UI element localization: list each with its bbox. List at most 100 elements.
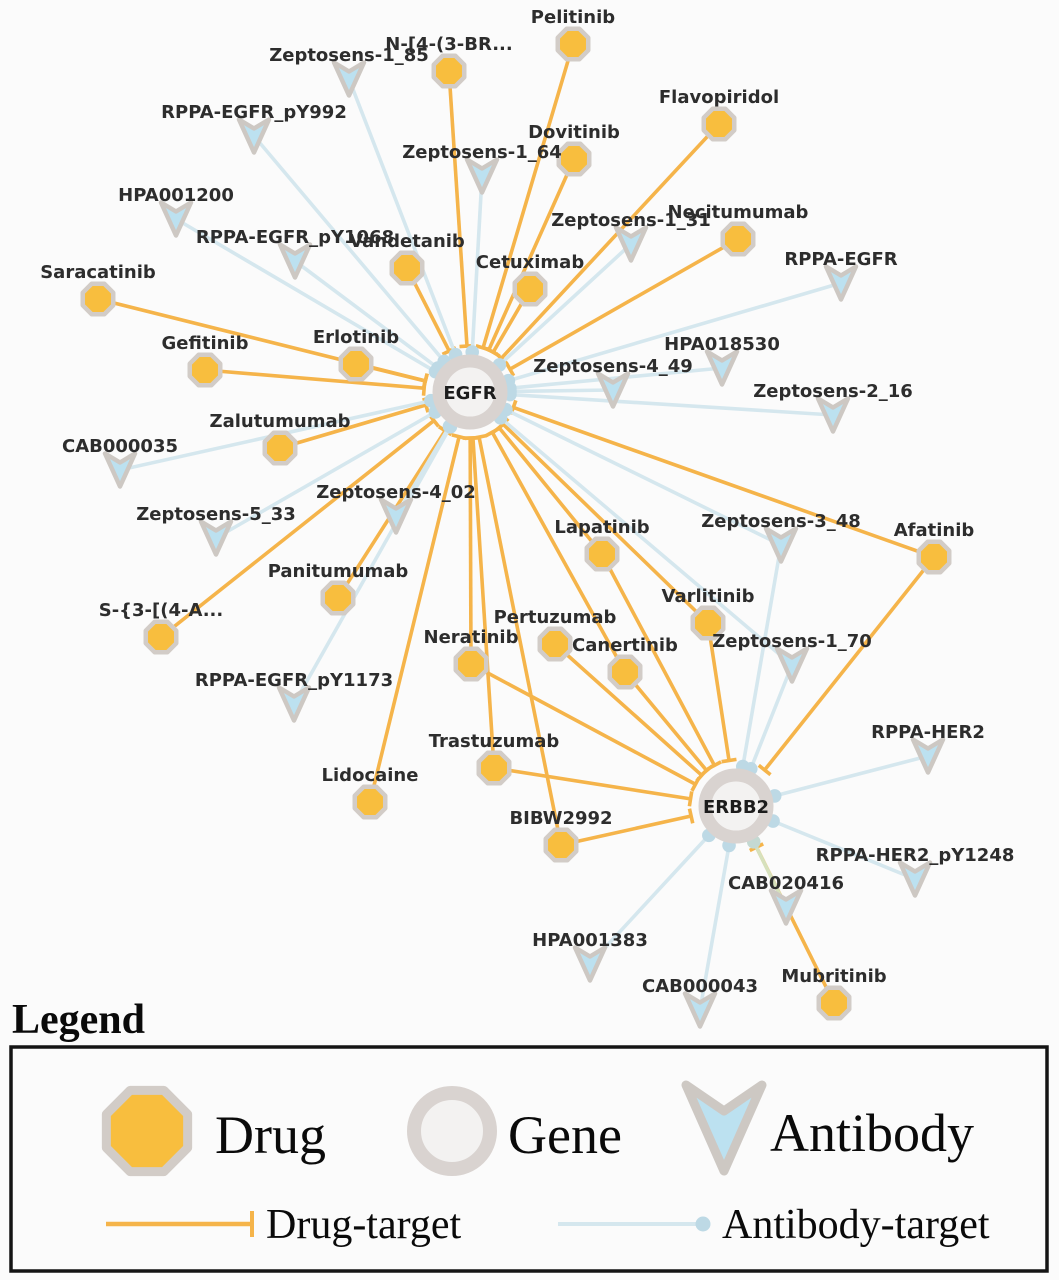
drug-node-saracatinib[interactable] <box>80 281 116 317</box>
legend-item-gene: Gene <box>407 1086 622 1176</box>
node-label-rppa-egfr-py992: RPPA-EGFR_pY992 <box>161 102 347 123</box>
drug-node-necitumumab[interactable] <box>720 221 756 257</box>
node-label-rppa-egfr-py1068: RPPA-EGFR_pY1068 <box>196 227 394 248</box>
drug-node-gefitinib[interactable] <box>187 352 223 388</box>
drug-node-afatinib[interactable] <box>916 539 952 575</box>
antibody-node-hpa018530[interactable] <box>704 349 740 387</box>
node-label-zeptosens-5-33: Zeptosens-5_33 <box>136 504 296 525</box>
antibody-node-hpa001200[interactable] <box>158 200 194 238</box>
antibody-node-zeptosens-2-16[interactable] <box>815 396 851 434</box>
drug-node-bibw2992[interactable] <box>543 827 579 863</box>
node-label-panitumumab: Panitumumab <box>268 561 409 582</box>
legend-drug-target-label: Drug-target <box>266 1202 461 1248</box>
antibody-node-cab020416[interactable] <box>768 888 804 926</box>
node-label-hpa001200: HPA001200 <box>118 185 234 206</box>
antibody-target-edge-sample <box>558 1216 711 1232</box>
drug-node-trastuzumab[interactable] <box>476 750 512 786</box>
drug-node-varlitinib[interactable] <box>690 605 726 641</box>
edge-canertinib-erbb2 <box>623 670 714 777</box>
antibody-node-rppa-egfr-py1068[interactable] <box>277 242 313 280</box>
node-label-pertuzumab: Pertuzumab <box>494 607 617 628</box>
node-label-canertinib: Canertinib <box>572 635 678 656</box>
gene-node-egfr[interactable] <box>432 354 508 430</box>
edge-bibw2992-erbb2 <box>560 808 695 847</box>
drug-node-cetuximab[interactable] <box>512 271 548 307</box>
node-label-cab000035: CAB000035 <box>62 436 178 457</box>
antibody-node-zeptosens-1-31[interactable] <box>613 225 649 263</box>
edge-lidocaine-egfr <box>368 433 467 803</box>
node-label-zeptosens-4-02: Zeptosens-4_02 <box>316 482 476 503</box>
node-label-s-3-4-a: S-{3-[(4-A... <box>99 600 223 621</box>
drug-node-dovitinib[interactable] <box>556 141 592 177</box>
legend-antibody-target-label: Antibody-target <box>722 1202 990 1248</box>
node-label-erlotinib: Erlotinib <box>313 327 399 348</box>
legend-item-drug: Drug <box>101 1085 326 1177</box>
node-label-varlitinib: Varlitinib <box>662 586 755 607</box>
node-label-lidocaine: Lidocaine <box>322 765 419 786</box>
drug-node-vandetanib[interactable] <box>389 250 425 286</box>
drug-node-lidocaine[interactable] <box>352 784 388 820</box>
drug-node-pelitinib[interactable] <box>555 26 591 62</box>
drug-node-erlotinib[interactable] <box>338 346 374 382</box>
node-label-cab020416: CAB020416 <box>728 873 844 894</box>
legend-box <box>9 1045 1049 1273</box>
antibody-node-cab000043[interactable] <box>682 991 718 1029</box>
edge-bibw2992-egfr <box>471 433 563 846</box>
node-label-gefitinib: Gefitinib <box>162 333 249 354</box>
node-label-zeptosens-1-85: Zeptosens-1_85 <box>269 45 429 66</box>
node-label-rppa-her2-py1248: RPPA-HER2_pY1248 <box>816 845 1015 866</box>
nodes-layer <box>80 26 952 1029</box>
legend-drug-label: Drug <box>215 1105 326 1165</box>
node-label-pelitinib: Pelitinib <box>531 7 615 28</box>
drug-node-panitumumab[interactable] <box>320 580 356 616</box>
antibody-node-hpa001383[interactable] <box>572 945 608 983</box>
node-label-cetuximab: Cetuximab <box>476 252 585 273</box>
antibody-node-rppa-her2[interactable] <box>910 737 946 775</box>
antibody-node-zeptosens-1-85[interactable] <box>331 60 367 98</box>
node-label-lapatinib: Lapatinib <box>554 517 649 538</box>
node-label-dovitinib: Dovitinib <box>528 122 620 143</box>
drug-node-neratinib[interactable] <box>453 646 489 682</box>
drug-node-mubritinib[interactable] <box>816 985 852 1021</box>
node-label-zeptosens-1-70: Zeptosens-1_70 <box>712 631 872 652</box>
node-label-rppa-egfr-py1173: RPPA-EGFR_pY1173 <box>195 670 393 691</box>
antibody-node-zeptosens-1-70[interactable] <box>774 646 810 684</box>
node-label-vandetanib: Vandetanib <box>349 231 465 252</box>
antibody-node-zeptosens-3-48[interactable] <box>763 526 799 564</box>
legend: Legend Drug Gene Antibody Drug-target An… <box>9 997 1049 1273</box>
antibody-node-rppa-egfr[interactable] <box>823 264 859 302</box>
drug-node-pertuzumab[interactable] <box>537 626 573 662</box>
antibody-node-zeptosens-1-64[interactable] <box>464 157 500 195</box>
edge-trastuzumab-erbb2 <box>493 766 694 807</box>
antibody-node-zeptosens-4-49[interactable] <box>595 371 631 409</box>
gene-node-erbb2[interactable] <box>698 768 774 844</box>
legend-title: Legend <box>12 997 145 1043</box>
labels-layer: PelitinibN-[4-(3-BR...FlavopiridolDoviti… <box>40 7 1014 997</box>
node-label-trastuzumab: Trastuzumab <box>429 731 560 752</box>
node-label-necitumumab: Necitumumab <box>668 202 809 223</box>
antibody-node-rppa-her2-py1248[interactable] <box>897 860 933 898</box>
drug-node-canertinib[interactable] <box>607 654 643 690</box>
drug-node-lapatinib[interactable] <box>584 536 620 572</box>
gene-circle-icon <box>407 1086 497 1176</box>
edge-necitumumab-egfr <box>504 237 739 377</box>
drug-target-edge-sample <box>106 1211 254 1237</box>
legend-item-antibody: Antibody <box>681 1080 974 1176</box>
legend-antibody-label: Antibody <box>770 1103 974 1163</box>
node-label-saracatinib: Saracatinib <box>40 262 156 283</box>
antibody-node-zeptosens-4-02[interactable] <box>378 497 414 535</box>
antibody-node-cab000035[interactable] <box>102 451 138 489</box>
node-label-neratinib: Neratinib <box>424 627 519 648</box>
drug-node-zalutumumab[interactable] <box>262 430 298 466</box>
antibody-node-rppa-egfr-py992[interactable] <box>236 117 272 155</box>
node-label-n-4-3-br: N-[4-(3-BR... <box>385 34 512 55</box>
node-label-zeptosens-2-16: Zeptosens-2_16 <box>753 381 913 402</box>
drug-node-n-4-3-br[interactable] <box>431 53 467 89</box>
drug-node-flavopiridol[interactable] <box>701 106 737 142</box>
drug-node-s-3-4-a[interactable] <box>143 619 179 655</box>
antibody-node-zeptosens-5-33[interactable] <box>198 519 234 557</box>
edge-varlitinib-erbb2 <box>706 622 737 764</box>
antibody-node-rppa-egfr-py1173[interactable] <box>276 685 312 723</box>
node-label-bibw2992: BIBW2992 <box>509 808 612 829</box>
